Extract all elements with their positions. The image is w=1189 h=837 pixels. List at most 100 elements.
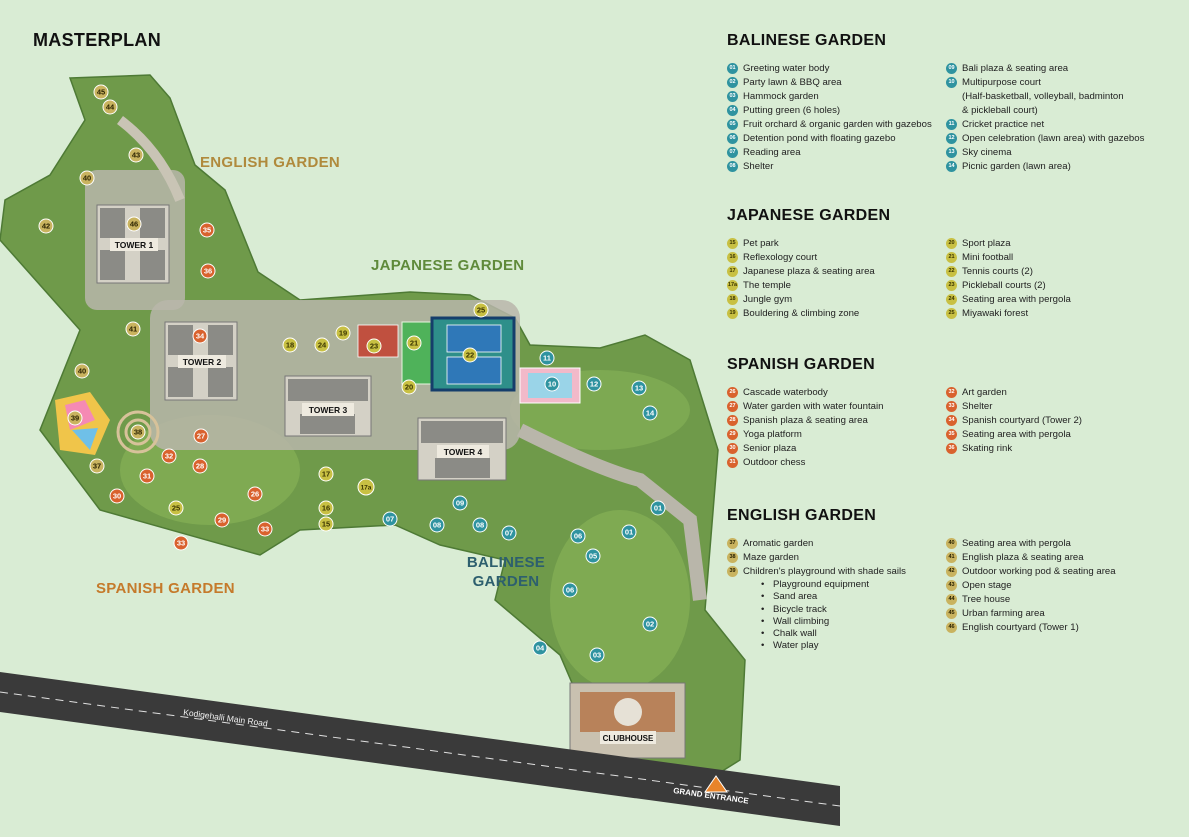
legend-number-badge: 23	[946, 280, 957, 291]
legend-item-label: Pet park	[743, 238, 779, 249]
legend-item-label: Tree house	[962, 594, 1011, 605]
tower-1-label-bg	[110, 238, 158, 251]
svg-text:31: 31	[143, 472, 151, 481]
tower-4: TOWER 4	[417, 417, 507, 481]
legend-item-label: Hammock garden	[743, 91, 819, 102]
svg-text:42: 42	[42, 222, 50, 231]
legend-item: 30 Senior plaza	[727, 442, 946, 456]
amenity-marker-17: 17	[318, 466, 334, 482]
legend-item-extra: (Half-basketball, volleyball, badminton	[962, 91, 1124, 102]
svg-text:20: 20	[405, 383, 413, 392]
amenity-marker-38: 38	[130, 424, 146, 440]
svg-text:36: 36	[204, 267, 212, 276]
legend-item-label: Seating area with pergola	[962, 429, 1071, 440]
legend-number-badge: 18	[727, 294, 738, 305]
legend-item-label: Spanish plaza & seating area	[743, 415, 868, 426]
svg-text:17: 17	[322, 470, 330, 479]
amenity-marker-45: 45	[93, 84, 109, 100]
legend-number-badge: 34	[946, 415, 957, 426]
legend-item-label: Cascade waterbody	[743, 387, 828, 398]
svg-text:18: 18	[286, 341, 294, 350]
amenity-marker-34: 34	[192, 328, 208, 344]
amenity-marker-42: 42	[38, 218, 54, 234]
svg-text:07: 07	[386, 515, 394, 524]
amenity-marker-33: 33	[257, 521, 273, 537]
legend-number-badge: 30	[727, 443, 738, 454]
legend-number-badge: 25	[946, 308, 957, 319]
legend-item-label: English courtyard (Tower 1)	[962, 622, 1079, 633]
svg-text:45: 45	[97, 88, 105, 97]
legend-item-label: Party lawn & BBQ area	[743, 77, 842, 88]
amenity-marker-31: 31	[139, 468, 155, 484]
svg-text:25: 25	[477, 306, 485, 315]
legend-number-badge: 27	[727, 401, 738, 412]
legend-item-label: Children's playground with shade sails	[743, 566, 906, 577]
grand-entrance-marker	[704, 775, 728, 793]
zone-label-spanish: SPANISH GARDEN	[96, 580, 235, 597]
svg-text:43: 43	[132, 151, 140, 160]
legend-item-label: Shelter	[962, 401, 993, 412]
legend-item-label: Cricket practice net	[962, 119, 1045, 130]
svg-text:16: 16	[322, 504, 330, 513]
amenity-marker-32: 32	[161, 448, 177, 464]
legend-number-badge: 40	[946, 538, 957, 549]
legend-item-label: Yoga platform	[743, 429, 802, 440]
amenity-marker-44: 44	[102, 99, 118, 115]
legend-item-label: Outdoor working pod & seating area	[962, 566, 1116, 577]
legend-number-badge: 19	[727, 308, 738, 319]
legend-number-badge: 07	[727, 147, 738, 158]
legend-item-label: Mini football	[962, 252, 1014, 263]
page-title: MASTERPLAN	[33, 30, 161, 50]
amenity-marker-30: 30	[109, 488, 125, 504]
legend-sub-item: Chalk wall	[761, 628, 906, 640]
legend-item-label: Fruit orchard & organic garden with gaze…	[743, 119, 932, 130]
legend-number-badge: 01	[727, 63, 738, 74]
legend-item-label: Water garden with water fountain	[743, 401, 884, 412]
legend-number-badge: 16	[727, 252, 738, 263]
legend-item-label: Senior plaza	[743, 443, 797, 454]
legend-number-badge: 36	[946, 443, 957, 454]
svg-text:44: 44	[106, 103, 115, 112]
amenity-marker-26: 26	[247, 486, 263, 502]
amenity-marker-03: 03	[589, 647, 605, 663]
svg-text:04: 04	[536, 644, 545, 653]
legend-balinese-heading: BALINESE GARDEN	[727, 32, 887, 49]
amenity-marker-06: 06	[562, 582, 578, 598]
legend-item-label: Miyawaki forest	[962, 308, 1029, 319]
amenity-marker-40: 40	[79, 170, 95, 186]
legend-number-badge: 31	[727, 457, 738, 468]
legend-number-badge: 32	[946, 387, 957, 398]
svg-text:46: 46	[130, 220, 138, 229]
maze-garden	[116, 410, 160, 454]
svg-text:19: 19	[339, 329, 347, 338]
svg-text:41: 41	[129, 325, 137, 334]
amenity-marker-04: 04	[532, 640, 548, 656]
svg-text:21: 21	[410, 339, 418, 348]
legend-number-badge: 15	[727, 238, 738, 249]
legend-english-heading: ENGLISH GARDEN	[727, 507, 877, 524]
svg-text:02: 02	[646, 620, 654, 629]
legend-number-badge: 39	[727, 566, 738, 577]
legend-japanese-heading: JAPANESE GARDEN	[727, 207, 891, 224]
